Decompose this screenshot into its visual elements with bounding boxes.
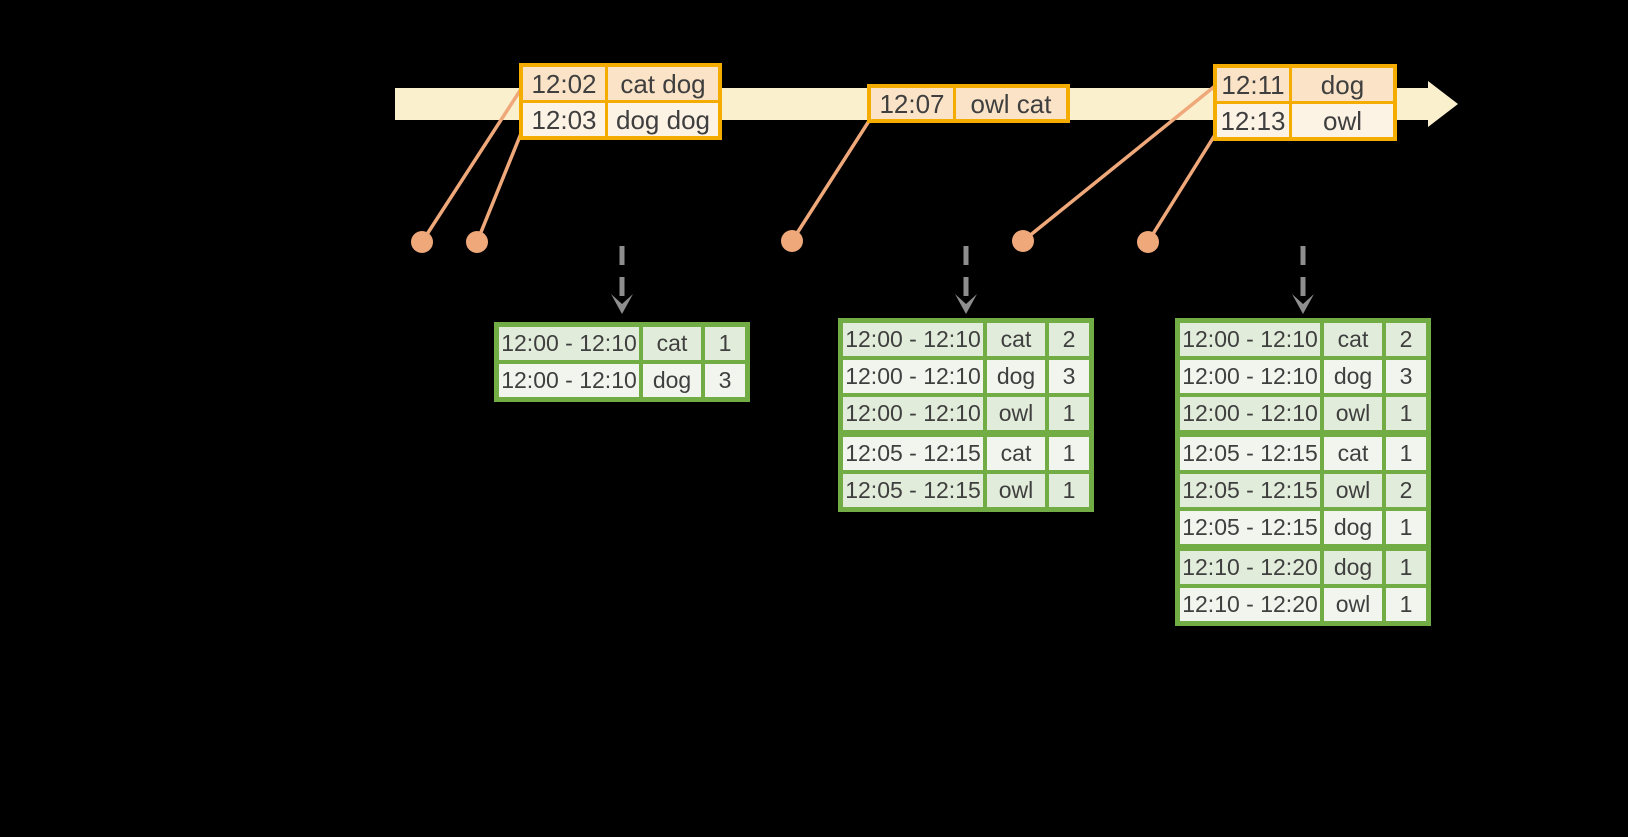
count-cell: 1 bbox=[1049, 437, 1089, 470]
count-cell: 3 bbox=[1386, 360, 1426, 393]
count-cell: 3 bbox=[705, 364, 745, 397]
count-cell: 2 bbox=[1386, 474, 1426, 507]
window-cell: 12:00 - 12:10 bbox=[843, 397, 983, 430]
window-cell: 12:05 - 12:15 bbox=[1180, 474, 1320, 507]
word-cell: dog bbox=[643, 364, 701, 397]
table-row: 12:00 - 12:10 cat 2 bbox=[843, 323, 1089, 356]
event-connector-line bbox=[1146, 129, 1220, 243]
table-row: 12:00 - 12:10 dog 3 bbox=[499, 364, 745, 397]
table-row: 12:05 - 12:15 dog 1 bbox=[1180, 511, 1426, 544]
window-cell: 12:00 - 12:10 bbox=[843, 323, 983, 356]
window-cell: 12:00 - 12:10 bbox=[499, 327, 639, 360]
event-table-2: 12:07 owl cat bbox=[867, 84, 1070, 123]
event-words-cell: owl cat bbox=[956, 88, 1066, 119]
window-cell: 12:00 - 12:10 bbox=[499, 364, 639, 397]
event-time-dot bbox=[466, 231, 488, 253]
window-cell: 12:10 - 12:20 bbox=[1180, 551, 1320, 584]
table-row: 12:00 - 12:10 dog 3 bbox=[1180, 360, 1426, 393]
count-cell: 2 bbox=[1049, 323, 1089, 356]
event-words-cell: owl bbox=[1292, 104, 1393, 137]
word-cell: owl bbox=[1324, 588, 1382, 621]
window-cell: 12:10 - 12:20 bbox=[1180, 588, 1320, 621]
word-cell: dog bbox=[987, 360, 1045, 393]
word-cell: owl bbox=[1324, 474, 1382, 507]
count-cell: 2 bbox=[1386, 323, 1426, 356]
event-time-cell: 12:13 bbox=[1217, 104, 1289, 137]
event-time-cell: 12:11 bbox=[1217, 68, 1289, 101]
event-time-dot bbox=[781, 230, 803, 252]
word-cell: dog bbox=[1324, 551, 1382, 584]
word-cell: dog bbox=[1324, 511, 1382, 544]
word-cell: owl bbox=[987, 397, 1045, 430]
word-cell: owl bbox=[1324, 397, 1382, 430]
table-row: 12:05 - 12:15 cat 1 bbox=[1180, 437, 1426, 470]
event-time-cell: 12:03 bbox=[523, 103, 605, 136]
table-row: 12:05 - 12:15 cat 1 bbox=[843, 437, 1089, 470]
word-cell: cat bbox=[643, 327, 701, 360]
table-row: 12:10 - 12:20 dog 1 bbox=[1180, 551, 1426, 584]
result-table-3: 12:00 - 12:10 cat 2 12:00 - 12:10 dog 3 … bbox=[1175, 318, 1431, 626]
window-cell: 12:05 - 12:15 bbox=[1180, 437, 1320, 470]
result-table-1: 12:00 - 12:10 cat 1 12:00 - 12:10 dog 3 bbox=[494, 322, 750, 402]
word-cell: cat bbox=[987, 323, 1045, 356]
event-time-dot bbox=[411, 231, 433, 253]
word-cell: cat bbox=[1324, 323, 1382, 356]
table-row: 12:00 - 12:10 cat 2 bbox=[1180, 323, 1426, 356]
table-row: 12:10 - 12:20 owl 1 bbox=[1180, 588, 1426, 621]
table-row: 12:05 - 12:15 owl 2 bbox=[1180, 474, 1426, 507]
table-row: 12:00 - 12:10 owl 1 bbox=[1180, 397, 1426, 430]
window-cell: 12:05 - 12:15 bbox=[843, 474, 983, 507]
event-connector-line bbox=[790, 120, 871, 242]
count-cell: 1 bbox=[1386, 511, 1426, 544]
table-row: 12:05 - 12:15 owl 1 bbox=[843, 474, 1089, 507]
trigger-arrowhead bbox=[611, 294, 633, 314]
event-words-cell: dog bbox=[1292, 68, 1393, 101]
trigger-arrowhead bbox=[955, 294, 977, 314]
count-cell: 1 bbox=[1049, 474, 1089, 507]
event-time-cell: 12:07 bbox=[871, 88, 953, 119]
event-connector-line bbox=[475, 130, 524, 243]
word-cell: dog bbox=[1324, 360, 1382, 393]
count-cell: 1 bbox=[1386, 437, 1426, 470]
event-connector-line bbox=[1021, 84, 1217, 243]
event-words-cell: cat dog bbox=[608, 67, 718, 100]
event-time-dot bbox=[1137, 231, 1159, 253]
event-connector-line bbox=[420, 85, 525, 243]
word-cell: cat bbox=[1324, 437, 1382, 470]
timeline-arrowhead bbox=[1428, 81, 1458, 127]
trigger-arrowhead bbox=[1292, 294, 1314, 314]
event-table-3: 12:11 dog 12:13 owl bbox=[1213, 64, 1397, 141]
count-cell: 1 bbox=[1049, 397, 1089, 430]
event-time-dot bbox=[1012, 230, 1034, 252]
table-row: 12:00 - 12:10 dog 3 bbox=[843, 360, 1089, 393]
window-cell: 12:00 - 12:10 bbox=[1180, 360, 1320, 393]
event-time-cell: 12:02 bbox=[523, 67, 605, 100]
window-cell: 12:05 - 12:15 bbox=[1180, 511, 1320, 544]
count-cell: 1 bbox=[1386, 551, 1426, 584]
event-words-cell: dog dog bbox=[608, 103, 718, 136]
window-cell: 12:00 - 12:10 bbox=[843, 360, 983, 393]
window-cell: 12:00 - 12:10 bbox=[1180, 397, 1320, 430]
window-cell: 12:05 - 12:15 bbox=[843, 437, 983, 470]
window-cell: 12:00 - 12:10 bbox=[1180, 323, 1320, 356]
count-cell: 1 bbox=[1386, 588, 1426, 621]
word-cell: owl bbox=[987, 474, 1045, 507]
table-row: 12:00 - 12:10 owl 1 bbox=[843, 397, 1089, 430]
event-table-1: 12:02 cat dog 12:03 dog dog bbox=[519, 63, 722, 140]
count-cell: 1 bbox=[1386, 397, 1426, 430]
count-cell: 3 bbox=[1049, 360, 1089, 393]
table-row: 12:00 - 12:10 cat 1 bbox=[499, 327, 745, 360]
result-table-2: 12:00 - 12:10 cat 2 12:00 - 12:10 dog 3 … bbox=[838, 318, 1094, 512]
word-cell: cat bbox=[987, 437, 1045, 470]
count-cell: 1 bbox=[705, 327, 745, 360]
